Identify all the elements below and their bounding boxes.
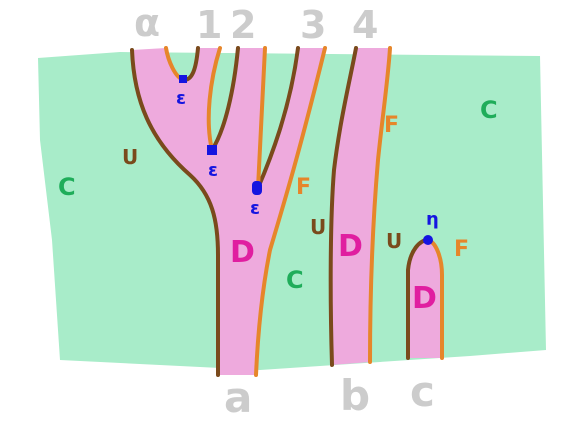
top-label-3: 3: [300, 3, 326, 47]
bottom-label-b: b: [340, 371, 370, 420]
band-a-fill: [132, 48, 325, 375]
region-label-d-band-a: D: [230, 235, 255, 270]
epsilon-point-two: [252, 181, 262, 195]
region-label-u-middle: U: [310, 215, 326, 239]
bottom-label-a: a: [224, 373, 252, 422]
band-a-right-edge: [254, 46, 327, 377]
band-b-fill: [330, 48, 390, 365]
band-a-left-edge: [130, 48, 220, 377]
region-label-f-middle: F: [296, 175, 311, 200]
top-label-alpha: α: [134, 1, 160, 45]
eta-label: η: [426, 209, 439, 230]
band-b-right-edge: [368, 46, 392, 364]
region-label-u-left: U: [122, 145, 138, 169]
region-label-u-right: U: [386, 229, 402, 253]
epsilon-label-two: ε: [250, 198, 260, 219]
branch-1-right-edge: [206, 46, 222, 152]
branch-2-left-edge: [210, 46, 240, 152]
epsilon-label-one: ε: [208, 160, 218, 181]
epsilon-point-alpha: [179, 75, 187, 83]
region-label-c-left: C: [58, 173, 76, 201]
region-label-c-right: C: [480, 96, 498, 124]
top-label-1: 1: [196, 3, 222, 47]
region-label-d-band-c: D: [412, 281, 437, 316]
region-label-f-right: F: [454, 237, 469, 262]
epsilon-label-alpha: ε: [176, 88, 186, 109]
eta-point: [423, 235, 433, 245]
bottom-label-c: c: [410, 367, 435, 416]
band-b-left-edge: [328, 46, 358, 367]
region-label-d-band-b: D: [338, 229, 363, 264]
region-label-c-middle: C: [286, 266, 304, 294]
epsilon-point-one: [207, 145, 217, 155]
branch-2-right-edge: [256, 46, 267, 190]
band-c-fill: [408, 240, 442, 358]
top-label-2: 2: [230, 3, 256, 47]
branch-3-left-edge: [256, 46, 300, 190]
top-label-4: 4: [352, 3, 378, 47]
region-label-f-top: F: [384, 113, 399, 138]
